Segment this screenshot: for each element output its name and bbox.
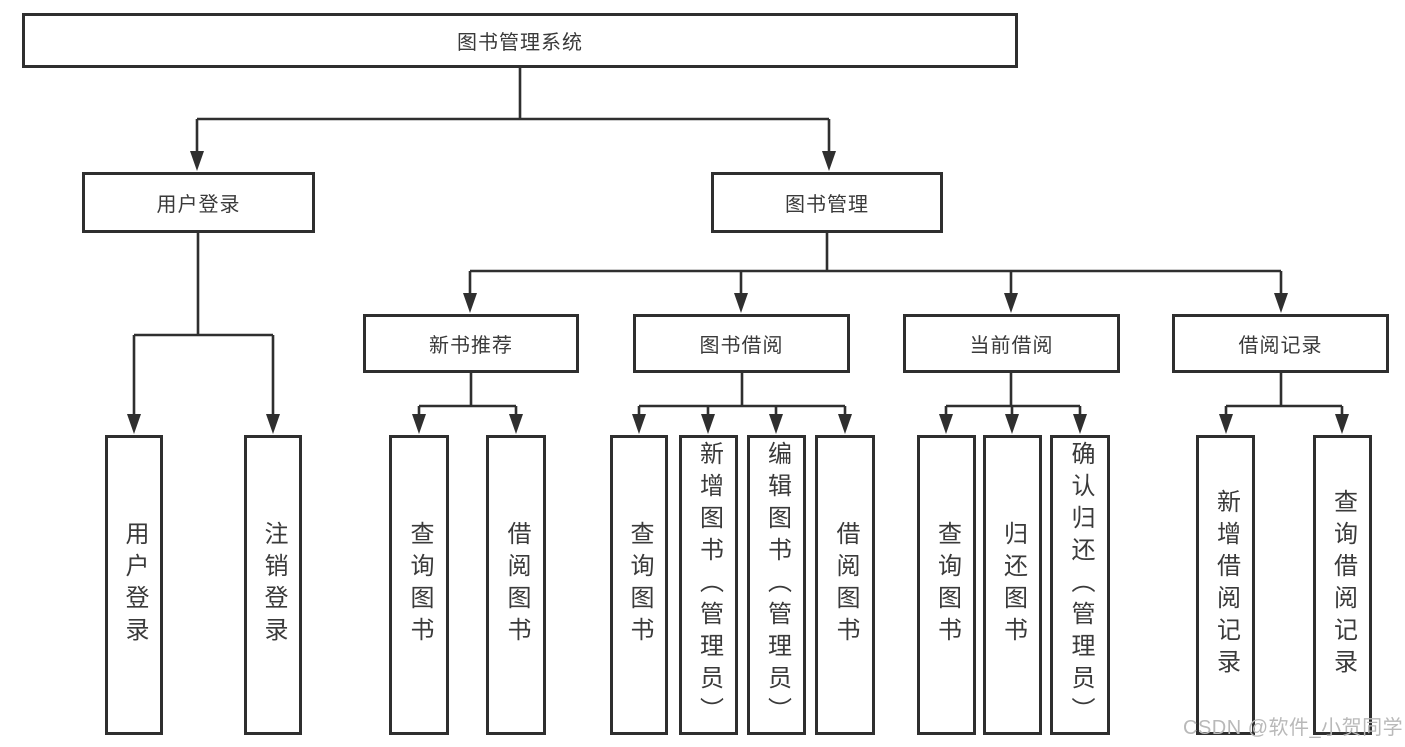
node-book-borrow: 图书借阅 (633, 314, 850, 373)
arrowheads (127, 151, 1349, 434)
leaf-add-borrow-record-label: 新增借阅记录 (1212, 489, 1240, 681)
leaf-borrow-books-1: 借阅图书 (486, 435, 546, 735)
leaf-query-borrow-record: 查询借阅记录 (1313, 435, 1372, 735)
leaf-borrow-books-1-label: 借阅图书 (503, 521, 530, 649)
node-new-book-recommend-label: 新书推荐 (429, 335, 513, 357)
node-current-borrow-label: 当前借阅 (969, 335, 1054, 357)
leaf-logout-label: 注销登录 (260, 521, 287, 649)
leaf-return-books-label: 归还图书 (999, 521, 1027, 649)
node-book-management: 图书管理 (711, 172, 943, 233)
leaf-query-books-3: 查询图书 (917, 435, 976, 735)
leaf-logout: 注销登录 (244, 435, 302, 735)
node-current-borrow: 当前借阅 (903, 314, 1120, 373)
node-root: 图书管理系统 (22, 13, 1018, 68)
leaf-query-borrow-record-label: 查询借阅记录 (1329, 489, 1357, 681)
node-user-login: 用户登录 (82, 172, 315, 233)
leaf-user-login-label: 用户登录 (121, 521, 148, 649)
node-root-label: 图书管理系统 (457, 32, 583, 54)
leaf-borrow-books-2-label: 借阅图书 (832, 521, 859, 649)
leaf-user-login: 用户登录 (105, 435, 163, 735)
leaf-confirm-return-admin-label: 确认归还（管理员） (1067, 441, 1094, 729)
leaf-return-books: 归还图书 (983, 435, 1042, 735)
leaf-borrow-books-2: 借阅图书 (815, 435, 875, 735)
node-borrow-records: 借阅记录 (1172, 314, 1389, 373)
leaf-add-borrow-record: 新增借阅记录 (1196, 435, 1255, 735)
node-borrow-records-label: 借阅记录 (1238, 335, 1323, 357)
watermark: CSDN @软件_小贺同学 (1183, 717, 1404, 739)
leaf-query-books-3-label: 查询图书 (933, 521, 961, 649)
leaf-add-books-admin-label: 新增图书（管理员） (695, 441, 723, 729)
leaf-query-books-1: 查询图书 (389, 435, 449, 735)
node-user-login-label: 用户登录 (156, 194, 241, 216)
leaf-confirm-return-admin: 确认归还（管理员） (1050, 435, 1110, 735)
leaf-query-books-2-label: 查询图书 (626, 521, 653, 649)
node-book-borrow-label: 图书借阅 (699, 335, 784, 357)
leaf-edit-books-admin-label: 编辑图书（管理员） (763, 441, 791, 729)
node-new-book-recommend: 新书推荐 (363, 314, 579, 373)
node-book-management-label: 图书管理 (785, 194, 869, 216)
leaf-add-books-admin: 新增图书（管理员） (679, 435, 738, 735)
leaf-query-books-2: 查询图书 (610, 435, 668, 735)
leaf-query-books-1-label: 查询图书 (406, 521, 433, 649)
leaf-edit-books-admin: 编辑图书（管理员） (747, 435, 806, 735)
